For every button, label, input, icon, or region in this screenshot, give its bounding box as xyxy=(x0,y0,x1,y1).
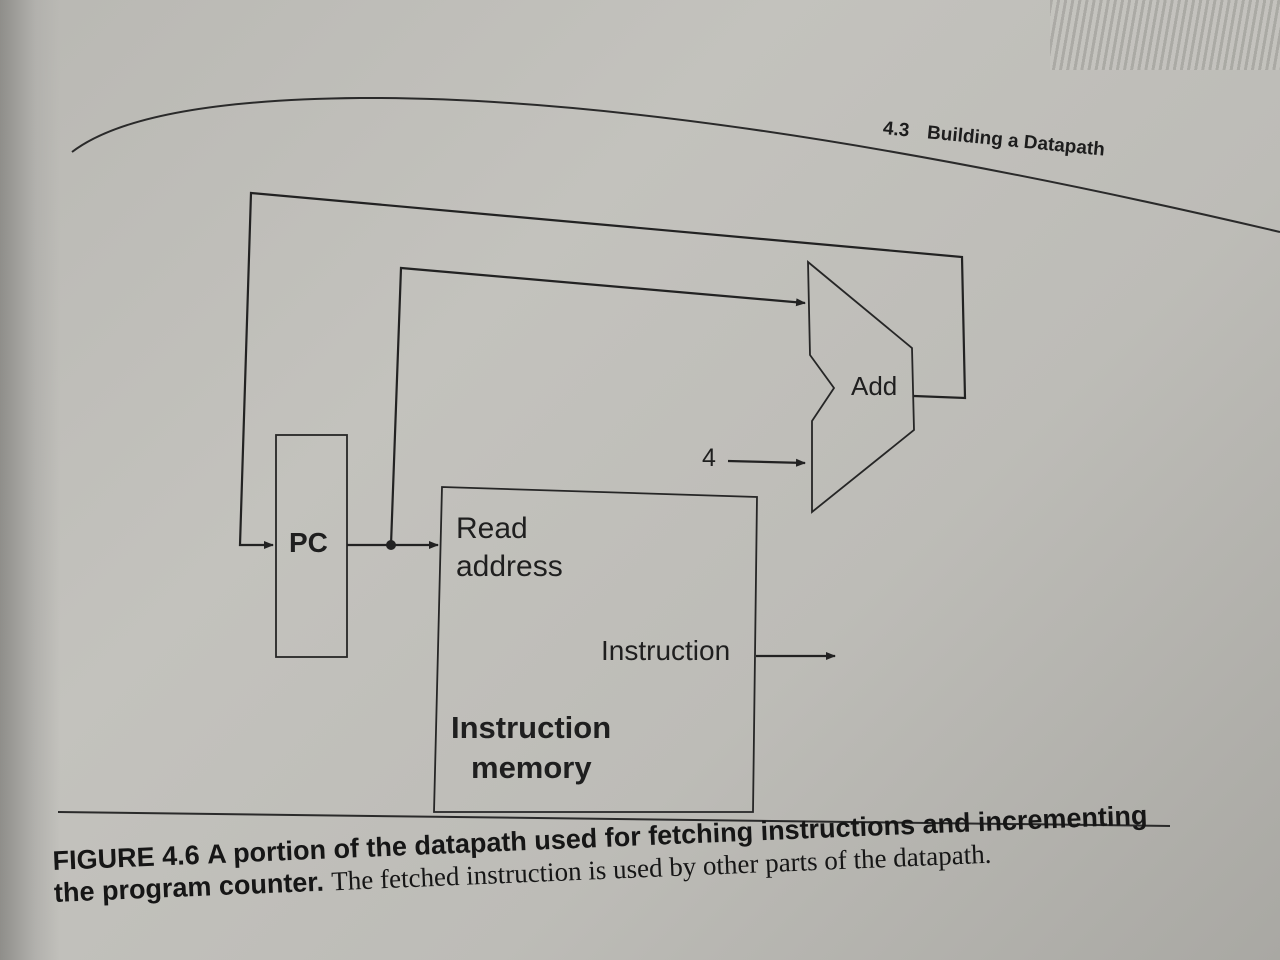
pc-label: PC xyxy=(289,527,328,558)
four-to-adder-wire xyxy=(727,458,806,467)
header-rule xyxy=(71,96,1280,233)
book-spine-shadow xyxy=(0,0,60,960)
read-address-line1: Read xyxy=(456,512,528,545)
page-edges xyxy=(1050,0,1280,70)
caption-rule xyxy=(57,811,1171,827)
read-address-label: Read address xyxy=(456,510,563,586)
instruction-memory-line1: Instruction xyxy=(451,710,612,745)
constant-four-label: 4 xyxy=(702,444,716,472)
instruction-memory-label: Instruction memory xyxy=(451,708,611,788)
read-address-line2: address xyxy=(456,550,563,583)
instruction-output-label: Instruction xyxy=(601,635,731,666)
instruction-memory-box xyxy=(433,486,758,813)
instruction-memory-line2: memory xyxy=(471,750,592,785)
adder-shape xyxy=(807,260,915,514)
figure-number: FIGURE 4.6 xyxy=(52,839,201,876)
adder-label: Add xyxy=(851,371,898,401)
adder-to-pc-wire xyxy=(238,191,967,549)
section-number: 4.3 xyxy=(881,118,911,142)
pc-to-adder-wire xyxy=(389,266,806,546)
